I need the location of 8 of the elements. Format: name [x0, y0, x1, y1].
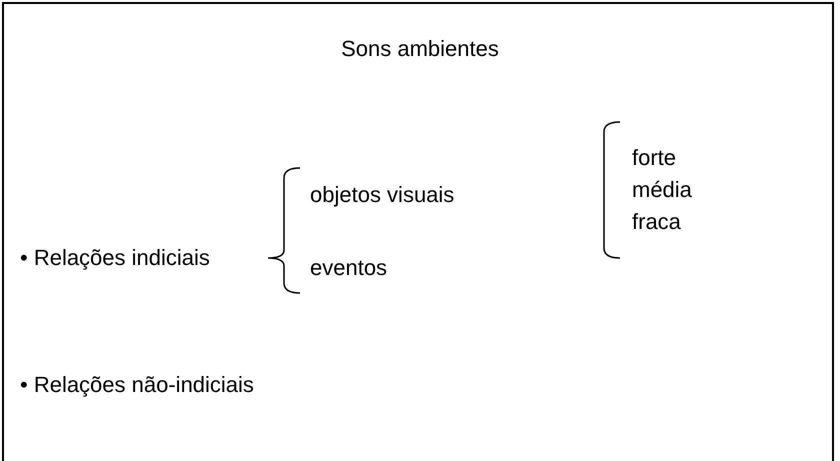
- category-label: fraca: [632, 209, 681, 235]
- list-item: • Relações indiciais: [20, 245, 210, 271]
- slide-title: Sons ambientes: [340, 36, 500, 62]
- category-label: média: [632, 177, 692, 203]
- list-item: • Relações não-indiciais: [20, 372, 254, 398]
- category-label: forte: [632, 145, 676, 171]
- category-label: objetos visuais: [310, 182, 454, 208]
- category-label: eventos: [310, 255, 388, 281]
